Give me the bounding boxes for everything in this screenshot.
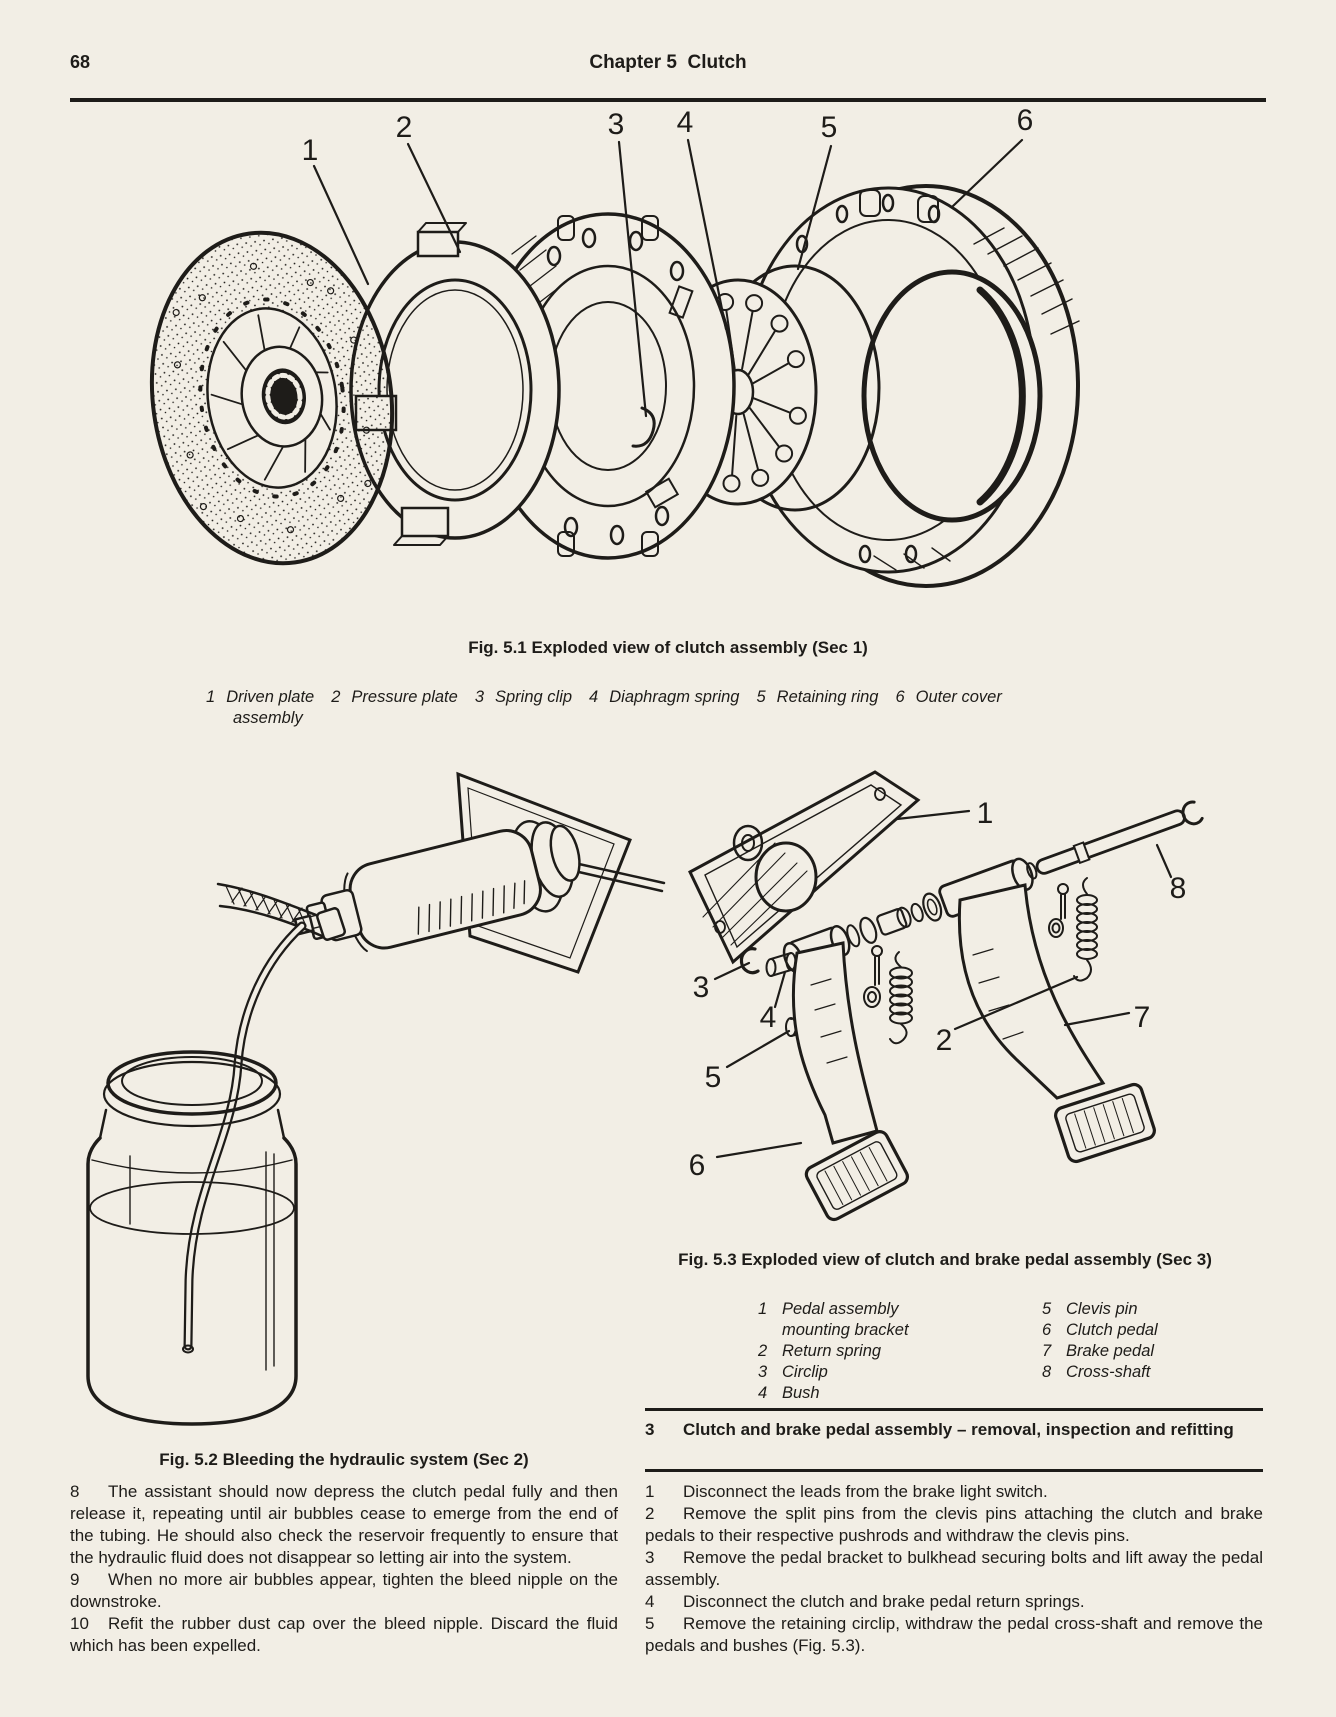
- fig-5-2-illustration: [86, 771, 666, 1426]
- fig1-callout-3: 3: [608, 108, 625, 141]
- driven-plate-part: [149, 230, 395, 566]
- outer-cover-part: [740, 184, 1080, 588]
- bleed-tube: [182, 921, 307, 1354]
- fig3-callout-7: 7: [1134, 1001, 1151, 1034]
- push-rod: [568, 860, 666, 893]
- bush-part: [765, 952, 797, 977]
- fig1-callout-6: 6: [1017, 104, 1034, 137]
- spring-clip-part: [631, 406, 656, 448]
- section3-rule-top: [645, 1408, 1263, 1411]
- chapter-title: Chapter 5 Clutch: [589, 52, 747, 73]
- fig3-callout-4: 4: [760, 1001, 777, 1034]
- clutch-cover-part: [480, 212, 736, 560]
- circlip-part: [739, 947, 760, 975]
- split-pin-clutch: [871, 945, 883, 986]
- fig3-callout-5: 5: [705, 1061, 722, 1094]
- cross-shaft-parts: [782, 800, 1204, 974]
- fig3-caption: Fig. 5.3 Exploded view of clutch and bra…: [678, 1250, 1212, 1269]
- washer-clutch: [863, 986, 881, 1008]
- fig3-callout-8: 8: [1170, 872, 1187, 905]
- fig3-callout-6: 6: [689, 1149, 706, 1182]
- washer-brake: [1048, 918, 1064, 938]
- fig-5-3-illustration: 1 2 3 4 5 6 7 8: [688, 770, 1204, 1222]
- return-spring-clutch: [889, 951, 913, 1045]
- fig1-leader-lines: [312, 138, 1024, 418]
- header-rule: [70, 98, 1266, 102]
- split-pin-brake: [1057, 883, 1069, 920]
- fig-5-1-illustration: 1 2 3 4 5 6: [149, 104, 1080, 588]
- fig1-callout-4: 4: [677, 106, 694, 139]
- clutch-pedal: [791, 941, 910, 1222]
- brake-pedal: [957, 883, 1156, 1164]
- return-spring-brake: [1073, 877, 1098, 982]
- fig1-callout-1: 1: [302, 134, 319, 167]
- fig1-callout-5: 5: [821, 111, 838, 144]
- fig3-leader-lines: [713, 809, 1173, 1159]
- braided-hose: [216, 882, 346, 941]
- page-number: 68: [70, 52, 91, 72]
- fig1-callout-2: 2: [396, 111, 413, 144]
- fig1-caption: Fig. 5.1 Exploded view of clutch assembl…: [468, 638, 868, 657]
- fig2-caption: Fig. 5.2 Bleeding the hydraulic system (…: [159, 1450, 529, 1469]
- cross-shaft-rod: [1035, 809, 1186, 875]
- fig1-legend-wrap: assembly: [233, 709, 303, 727]
- glass-jar: [86, 1050, 298, 1426]
- pedal-bracket: [688, 770, 921, 965]
- fig3-callout-2: 2: [936, 1024, 953, 1057]
- fig3-callout-1: 1: [977, 797, 994, 830]
- section3-rule-bottom: [645, 1469, 1263, 1472]
- fig3-callout-3: 3: [693, 971, 710, 1004]
